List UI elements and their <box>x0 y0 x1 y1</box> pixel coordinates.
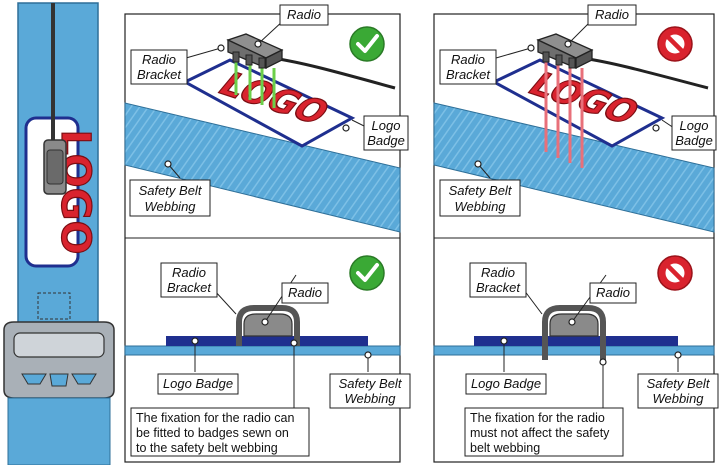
radio-bracket-label-1: Radio <box>172 265 206 280</box>
radio-bracket-3d <box>226 33 284 70</box>
radio-label: Radio <box>595 7 629 22</box>
bottom-right-labels: Radio Bracket Radio Logo Badge Safety Be… <box>464 262 719 457</box>
logo-badge-label: Logo Badge <box>163 376 233 391</box>
webbing-label-2: Webbing <box>144 199 196 214</box>
note-line-3: to the safety belt webbing <box>136 441 278 455</box>
note-line-2: be fitted to badges sewn on <box>136 426 289 440</box>
logo-badge-label-2: Badge <box>367 133 405 148</box>
radio-section <box>243 313 293 337</box>
bottom-right-scene <box>433 274 715 408</box>
radio-bracket-label-2: Bracket <box>446 67 491 82</box>
webbing-label-2: Webbing <box>344 391 396 406</box>
radio-label: Radio <box>287 7 321 22</box>
webbing-label-2: Webbing <box>652 391 704 406</box>
webbing-label-1: Safety Belt <box>139 183 203 198</box>
logo-badge-label-1: Logo <box>680 118 709 133</box>
webbing-label-2: Webbing <box>454 199 506 214</box>
belt-buckle <box>3 321 115 465</box>
prohibited-icon <box>657 26 693 62</box>
bottom-left-labels: Radio Bracket Radio Logo Badge Safety Be… <box>130 262 411 457</box>
radio-bracket-section <box>236 305 300 346</box>
radio-label: Radio <box>596 285 630 300</box>
radio-bracket-label-1: Radio <box>451 52 485 67</box>
radio-bracket-label-2: Bracket <box>137 67 182 82</box>
radio-bracket-label-1: Radio <box>481 265 515 280</box>
radio-bracket-label-1: Radio <box>142 52 176 67</box>
webbing-section <box>433 345 715 356</box>
logo-badge-label-2: Badge <box>675 133 713 148</box>
logo-badge <box>490 58 666 148</box>
bottom-left-scene <box>124 274 401 408</box>
radio-section <box>549 313 599 337</box>
radio-bracket-label-2: Bracket <box>167 280 212 295</box>
radio-bracket-3d <box>536 33 594 70</box>
check-icon <box>349 255 385 291</box>
logo-badge-section <box>166 336 368 346</box>
note-line-2: must not affect the safety <box>470 426 610 440</box>
logo-badge <box>181 58 356 148</box>
webbing-label-1: Safety Belt <box>647 376 711 391</box>
webbing-strip <box>433 102 715 233</box>
note-line-1: The fixation for the radio can <box>136 411 294 425</box>
note-line-3: belt webbing <box>470 441 540 455</box>
belt-illustration: LOGO <box>3 2 115 465</box>
top-right-labels: Radio Radio Bracket Logo Badge Safety Be… <box>439 4 717 217</box>
logo-badge-label-1: Logo <box>372 118 401 133</box>
logo-badge-label: Logo Badge <box>471 376 541 391</box>
prohibited-icon <box>657 255 693 291</box>
webbing-label-1: Safety Belt <box>339 376 403 391</box>
webbing-label-1: Safety Belt <box>449 183 513 198</box>
webbing-strip <box>124 102 401 233</box>
check-icon <box>349 26 385 62</box>
note-line-1: The fixation for the radio <box>470 411 605 425</box>
radio-label: Radio <box>288 285 322 300</box>
belt-dashed-area <box>37 292 71 320</box>
radio-bracket-section <box>542 305 606 360</box>
logo-badge-section <box>474 336 678 346</box>
radio-bracket-label-2: Bracket <box>476 280 521 295</box>
webbing-section <box>124 345 401 356</box>
top-left-labels: Radio Radio Bracket Logo Badge Safety Be… <box>129 4 409 217</box>
